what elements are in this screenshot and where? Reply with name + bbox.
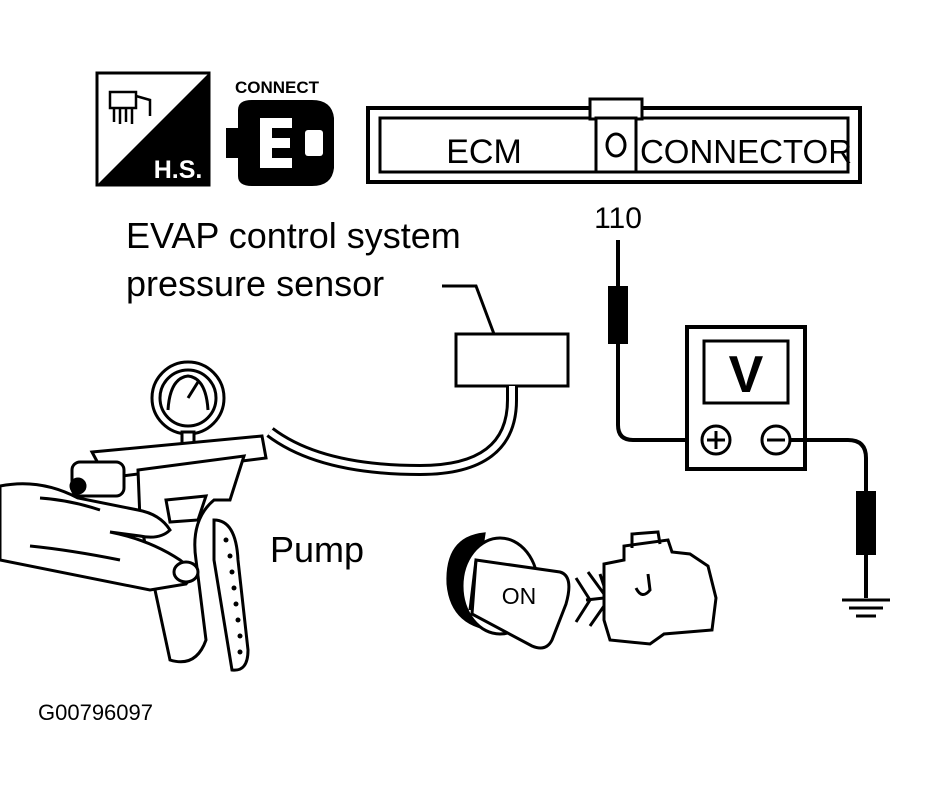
terminal-number: 110 — [594, 202, 642, 235]
ground-symbol-icon — [842, 598, 890, 618]
vacuum-pump-illustration — [0, 360, 268, 672]
engine-running-icon — [574, 530, 718, 646]
hs-icon-text: H.S. — [154, 156, 203, 184]
sensor-label-line2: pressure sensor — [126, 263, 384, 304]
pump-label: Pump — [270, 529, 364, 570]
sensor-leader-line — [442, 284, 496, 335]
voltmeter: V — [685, 325, 807, 471]
connector-label: CONNECTOR — [640, 133, 852, 170]
ignition-key-on-icon: ON — [446, 532, 571, 650]
ground-lead — [790, 438, 876, 598]
figure-id: G00796097 — [38, 700, 153, 725]
positive-probe-lead — [608, 240, 710, 442]
connect-icon: CONNECT — [226, 78, 334, 186]
pressure-sensor-box — [454, 332, 570, 388]
connect-icon-label: CONNECT — [235, 78, 320, 97]
sensor-label-line1: EVAP control system — [126, 215, 461, 256]
harness-tool-icon: H.S. — [95, 71, 211, 187]
ecm-connector-box: ECM CONNECTOR — [366, 97, 862, 184]
ignition-on-label: ON — [502, 583, 537, 609]
terminal-pin-icon — [605, 132, 627, 158]
ecm-label: ECM — [446, 133, 522, 171]
voltmeter-symbol: V — [729, 346, 764, 404]
